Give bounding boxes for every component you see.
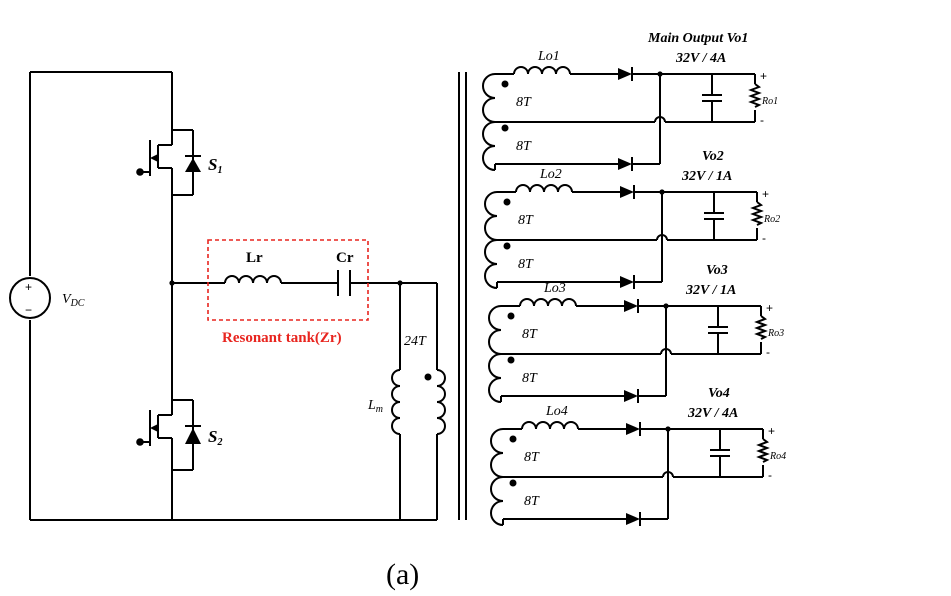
winding-turns-label: 8T — [522, 327, 538, 342]
switch-s1: S1 — [136, 129, 222, 196]
output-minus-sign: - — [768, 468, 772, 482]
secondary-dot-top — [509, 435, 517, 443]
secondary-winding — [490, 428, 504, 526]
rectifier-diode-top — [624, 300, 638, 312]
secondary-dot-top — [507, 312, 515, 320]
rectifier-diode-top — [626, 423, 640, 435]
load-resistor — [750, 201, 764, 226]
output-heading: Main Output Vo1 — [647, 31, 748, 46]
winding-turns-label: 8T — [524, 450, 540, 465]
output-inductor-label: Lo4 — [545, 404, 568, 419]
output-rating: 32V / 1A — [681, 169, 732, 184]
source-minus-sign: − — [25, 303, 32, 317]
winding-turns-label: 8T — [518, 213, 534, 228]
primary-dot — [424, 373, 432, 381]
lm-label: Lm — [367, 398, 383, 415]
lm-inductor — [391, 369, 401, 435]
rectifier-diode-bottom — [620, 276, 634, 288]
lr-label: Lr — [246, 250, 263, 266]
load-resistor-label: Ro3 — [767, 328, 784, 339]
rectifier-diode-bottom — [624, 390, 638, 402]
load-resistor — [748, 83, 762, 108]
rectifier-diode-top — [620, 186, 634, 198]
output-heading: Vo3 — [706, 263, 728, 278]
secondary-dot-bottom — [507, 356, 515, 364]
lr-inductor — [224, 275, 282, 284]
primary-winding — [436, 369, 446, 435]
winding-turns-label: 8T — [524, 494, 540, 509]
output-plus-sign: + — [760, 69, 767, 83]
output-plus-sign: + — [766, 301, 773, 315]
dc-source: + − VDC — [9, 277, 85, 319]
output-minus-sign: - — [762, 231, 766, 245]
output-inductor — [521, 421, 579, 430]
output-inductor-label: Lo1 — [537, 49, 560, 64]
secondary-dot-top — [501, 80, 509, 88]
secondary-dot-top — [503, 198, 511, 206]
rectifier-diode-bottom — [618, 158, 632, 170]
switch-s2-label: S2 — [208, 427, 222, 448]
output-inductor-label: Lo3 — [543, 281, 566, 296]
source-label: VDC — [62, 292, 85, 309]
output-inductor — [519, 298, 577, 307]
output-plus-sign: + — [762, 187, 769, 201]
secondary-dot-bottom — [509, 479, 517, 487]
output-minus-sign: - — [766, 345, 770, 359]
output-heading: Vo2 — [702, 149, 724, 164]
output-stage-3: Lo3 8T 8T Ro3 + - Vo3 32V / 1A — [488, 263, 784, 403]
output-rating: 32V / 1A — [685, 283, 736, 298]
output-inductor — [513, 66, 571, 75]
load-resistor — [756, 438, 770, 463]
output-heading: Vo4 — [708, 386, 730, 401]
secondary-winding — [488, 305, 502, 403]
output-stage-2: Lo2 8T 8T Ro2 + - Vo2 32V / 1A — [484, 149, 780, 289]
transformer-core — [458, 72, 467, 520]
output-inductor-label: Lo2 — [539, 167, 562, 182]
resonant-tank-box — [207, 239, 369, 321]
output-rating: 32V / 4A — [687, 406, 738, 421]
output-inductor — [515, 184, 573, 193]
output-stage-1: Lo1 8T 8T Ro1 + - Main Output Vo1 32V / 4A — [482, 31, 778, 171]
secondary-dot-bottom — [503, 242, 511, 250]
primary-turns-label: 24T — [404, 334, 427, 349]
output-rating: 32V / 4A — [675, 51, 726, 66]
winding-turns-label: 8T — [518, 257, 534, 272]
cr-label: Cr — [336, 250, 354, 266]
output-stage-4: Lo4 8T 8T Ro4 + - Vo4 32V / 4A — [490, 386, 786, 526]
transformer-primary: Lm 24T — [367, 334, 446, 436]
output-minus-sign: - — [760, 113, 764, 127]
secondary-winding — [482, 73, 496, 171]
resonant-tank: Lr Cr Resonant tank(Zr) — [207, 239, 369, 346]
secondary-dot-bottom — [501, 124, 509, 132]
figure-caption: (a) — [386, 558, 419, 591]
winding-turns-label: 8T — [522, 371, 538, 386]
primary-wiring — [29, 71, 438, 521]
load-resistor-label: Ro1 — [761, 96, 778, 107]
load-resistor-label: Ro4 — [769, 451, 786, 462]
output-plus-sign: + — [768, 424, 775, 438]
winding-turns-label: 8T — [516, 139, 532, 154]
switch-s1-label: S1 — [208, 155, 222, 176]
winding-turns-label: 8T — [516, 95, 532, 110]
rectifier-diode-top — [618, 68, 632, 80]
load-resistor-label: Ro2 — [763, 214, 780, 225]
resonant-tank-caption: Resonant tank(Zr) — [222, 330, 342, 346]
source-plus-sign: + — [25, 280, 32, 294]
secondary-winding — [484, 191, 498, 289]
switch-s2: S2 — [136, 399, 222, 471]
load-resistor — [754, 315, 768, 340]
rectifier-diode-bottom — [626, 513, 640, 525]
